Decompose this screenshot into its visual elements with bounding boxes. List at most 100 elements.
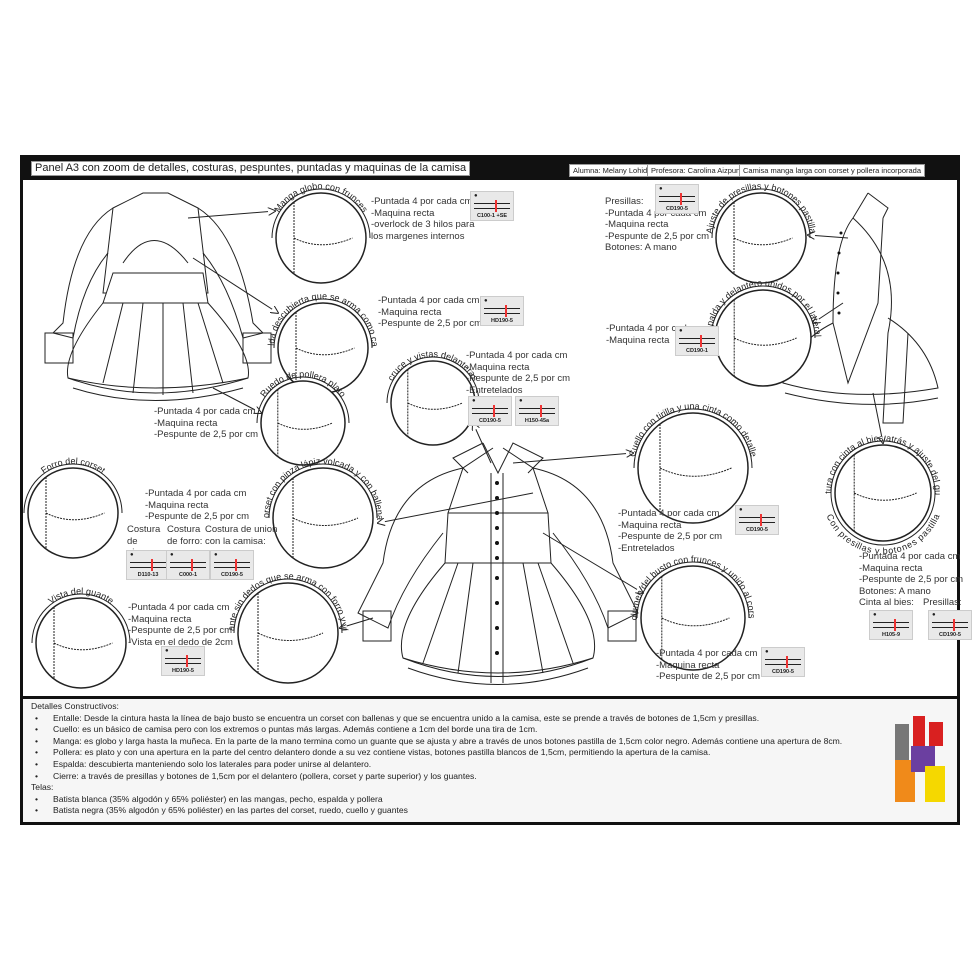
thread-color-icon: ● — [739, 507, 743, 513]
note-guante: -Puntada 4 por cada cm-Maquina recta-Pes… — [128, 602, 233, 648]
panel-title: Panel A3 con zoom de detalles, costuras,… — [31, 161, 471, 176]
seam-line-icon — [474, 203, 510, 209]
seam-line-icon — [130, 562, 166, 568]
detail-item: Cierre: a través de presillas y botones … — [31, 771, 949, 783]
detail-item: Pollera: es plato y con una apertura en … — [31, 747, 949, 759]
detail-item: Cuello: es un básico de camisa pero con … — [31, 724, 949, 736]
seam-line-icon — [739, 517, 775, 523]
header-bar: Panel A3 con zoom de detalles, costuras,… — [23, 158, 957, 180]
seam-line-icon — [484, 308, 520, 314]
detail-circle — [275, 192, 367, 284]
details-title: Detalles Constructivos: — [31, 701, 119, 711]
seam-line-icon — [165, 658, 201, 664]
machine-code: CD190-5 — [938, 632, 961, 638]
corset-type-union: Costura de union con la camisa: — [205, 524, 278, 547]
machine-code: CD190-5 — [220, 572, 243, 578]
detail-circle — [237, 582, 339, 684]
machine-code: HD190-5 — [171, 668, 194, 674]
machine-code: CD190-1 — [685, 348, 708, 354]
thread-color-icon: ● — [932, 612, 936, 618]
seam-line-icon — [659, 196, 695, 202]
machine-stitch-swatch: ● CD190-5 — [468, 396, 512, 426]
machine-code: CD190-5 — [665, 206, 688, 212]
fabrics-title: Telas: — [31, 782, 54, 793]
thread-color-icon: ● — [214, 552, 218, 558]
seam-line-icon — [170, 562, 206, 568]
thread-color-icon: ● — [519, 398, 523, 404]
machine-code: C100-1 +SE — [476, 213, 508, 219]
machine-code: CD190-5 — [478, 418, 501, 424]
note-cruce: -Puntada 4 por cada cm-Maquina recta-Pes… — [466, 350, 571, 396]
seam-line-icon — [765, 659, 801, 665]
detail-circle — [834, 444, 932, 542]
seam-line-icon — [519, 408, 555, 414]
detail-circle — [715, 192, 807, 284]
detail-circle — [27, 467, 119, 559]
detail-circle — [272, 467, 374, 569]
detail-item: Entalle: Desde la cintura hasta la línea… — [31, 713, 949, 725]
fabric-item: Batista blanca (35% algodón y 65% poliés… — [31, 794, 949, 806]
apertura-type-presillas: Presillas: — [923, 597, 962, 608]
machine-stitch-swatch: ● CD190-5 — [655, 184, 699, 214]
garment-name: Camisa manga larga con corset y pollera … — [739, 164, 926, 177]
machine-code: D110-13 — [137, 572, 159, 578]
note-ruedo: -Puntada 4 por cada cm-Maquina recta-Pes… — [154, 406, 259, 440]
seam-line-icon — [679, 338, 715, 344]
note-lateral: -Puntada 4 por cada cm-Maquina recta — [606, 323, 708, 346]
seam-line-icon — [932, 622, 968, 628]
thread-color-icon: ● — [679, 328, 683, 334]
machine-code: H105-9 — [881, 632, 901, 638]
machine-stitch-swatch: ● C000-1 — [166, 550, 210, 580]
machine-stitch-swatch: ● CD190-5 — [735, 505, 779, 535]
detail-circle — [260, 380, 346, 466]
thread-color-icon: ● — [484, 298, 488, 304]
note-busto: -Puntada 4 por cada cm-Maquina recta-Pes… — [656, 648, 761, 682]
thread-color-icon: ● — [765, 649, 769, 655]
corset-type-forro: Costura de forro: — [167, 524, 203, 547]
garment-back-view — [44, 192, 272, 401]
note-corset: -Puntada 4 por cada cm-Maquina recta-Pes… — [145, 488, 250, 522]
detail-circle — [35, 597, 127, 689]
seam-line-icon — [472, 408, 508, 414]
detail-item: Espalda: descubierta manteniendo solo lo… — [31, 759, 949, 771]
thread-color-icon: ● — [474, 193, 478, 199]
note-manga: -Puntada 4 por cada cm-Maquina recta-ove… — [371, 196, 475, 242]
logo — [895, 716, 945, 802]
machine-stitch-swatch: ● CD190-5 — [761, 647, 805, 677]
machine-stitch-swatch: ● H105-9 — [869, 610, 913, 640]
note-apertura: -Puntada 4 por cada cm-Maquina recta-Pes… — [859, 551, 964, 597]
machine-stitch-swatch: ● CD190-1 — [675, 326, 719, 356]
seam-line-icon — [214, 562, 250, 568]
seam-line-icon — [873, 622, 909, 628]
machine-code: CD190-5 — [771, 669, 794, 675]
machine-stitch-swatch: ● HD190-5 — [161, 646, 205, 676]
thread-color-icon: ● — [659, 186, 663, 192]
machine-stitch-swatch: ● D110-13 — [126, 550, 170, 580]
note-cuello: -Puntada 4 por cada cm-Maquina recta-Pes… — [618, 508, 723, 554]
thread-color-icon: ● — [873, 612, 877, 618]
detail-circle — [390, 360, 476, 446]
apertura-type-bies: Cinta al bies: — [859, 597, 914, 608]
machine-stitch-swatch: ● C100-1 +SE — [470, 191, 514, 221]
machine-code: C000-1 — [178, 572, 198, 578]
detail-circle — [637, 412, 749, 524]
fabric-item: Batista negra (35% algodón y 65% poliést… — [31, 805, 949, 817]
machine-stitch-swatch: ● CD190-5 — [210, 550, 254, 580]
machine-code: CD190-5 — [745, 527, 768, 533]
construction-details: Detalles Constructivos: Entalle: Desde l… — [23, 696, 957, 822]
machine-stitch-swatch: ● HD190-5 — [480, 296, 524, 326]
detail-circle — [640, 565, 746, 671]
panel: Panel A3 con zoom de detalles, costuras,… — [20, 155, 972, 825]
garment-front-view — [357, 442, 639, 685]
thread-color-icon: ● — [472, 398, 476, 404]
thread-color-icon: ● — [170, 552, 174, 558]
detail-item: Manga: es globo y larga hasta la muñeca.… — [31, 736, 949, 748]
teacher-name: Profesora: Carolina Aizpun — [647, 164, 745, 177]
note-espalda: -Puntada 4 por cada cm-Maquina recta-Pes… — [378, 295, 483, 329]
machine-stitch-swatch: ● H150-45a — [515, 396, 559, 426]
thread-color-icon: ● — [165, 648, 169, 654]
machine-code: H150-45a — [524, 418, 550, 424]
thread-color-icon: ● — [130, 552, 134, 558]
machine-code: HD190-5 — [490, 318, 513, 324]
machine-stitch-swatch: ● CD190-5 — [928, 610, 972, 640]
